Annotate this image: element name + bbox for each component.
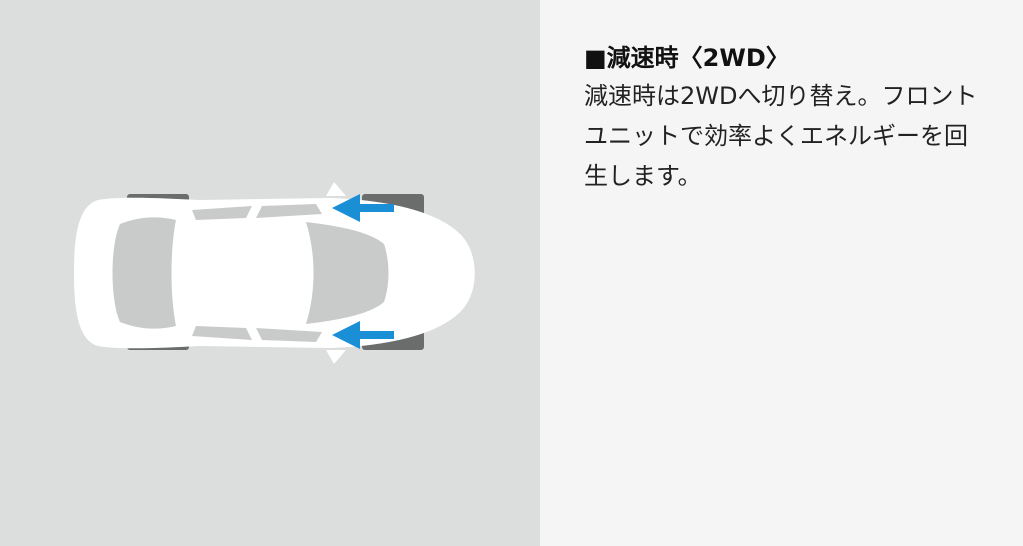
top-side-window-front bbox=[256, 204, 322, 218]
car-body bbox=[74, 197, 475, 349]
top-side-window-rear bbox=[192, 206, 252, 220]
description-panel: ■減速時〈2WD〉 減速時は2WDへ切り替え。フロントユニットで効率よくエネルギ… bbox=[540, 0, 1023, 546]
windshield bbox=[306, 222, 389, 324]
rear-window bbox=[112, 217, 176, 329]
top-mirror bbox=[326, 182, 346, 196]
section-description: 減速時は2WDへ切り替え。フロントユニットで効率よくエネルギーを回生します。 bbox=[584, 82, 978, 190]
section-heading: ■減速時〈2WD〉 bbox=[584, 44, 790, 72]
drive-diagram bbox=[0, 0, 540, 546]
bottom-side-window-rear bbox=[192, 326, 252, 340]
car-diagram-svg bbox=[74, 182, 475, 364]
bottom-mirror bbox=[326, 350, 346, 364]
bottom-side-window-front bbox=[256, 328, 322, 342]
front-bottom-regen-arrow-icon bbox=[332, 321, 394, 349]
front-top-regen-arrow-icon bbox=[332, 194, 394, 222]
